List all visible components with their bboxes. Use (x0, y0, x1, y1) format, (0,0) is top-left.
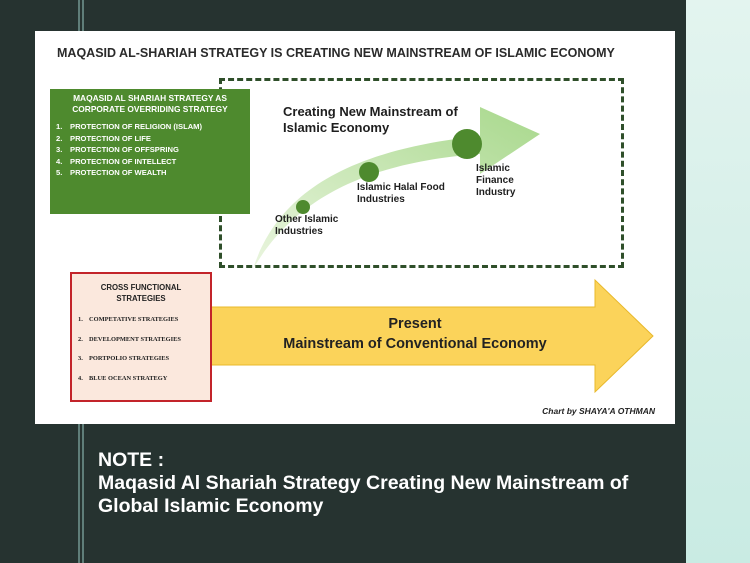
node-halal-food (359, 162, 379, 182)
node-islamic-finance (452, 129, 482, 159)
chart-credit: Chart by SHAYA'A OTHMAN (542, 406, 655, 416)
list-item: 4.PROTECTION OF INTELLECT (56, 156, 177, 166)
list-item: 3.PORTPOLIO STRATEGIES (78, 355, 170, 362)
list-item: 1.COMPETATIVE STRATEGIES (78, 316, 179, 323)
present-arrow-label: Present Mainstream of Conventional Econo… (265, 314, 565, 354)
overriding-strategy-box: MAQASID AL SHARIAH STRATEGY AS CORPORATE… (50, 89, 250, 214)
list-item: 1.PROTECTION OF RELIGION (ISLAM) (56, 122, 203, 131)
label-halal-food: Islamic Halal Food Industries (357, 182, 445, 205)
present-line1: Present (388, 316, 442, 332)
present-line2: Mainstream of Conventional Economy (283, 336, 547, 352)
label-other-islamic: Other Islamic Industries (275, 214, 339, 237)
note-label: NOTE : (98, 449, 165, 471)
label-islamic-finance: Islamic Finance Industry (476, 163, 516, 198)
cross-functional-list: 1.COMPETATIVE STRATEGIES 2.DEVELOPMENT S… (78, 316, 204, 394)
diagram-shapes (204, 107, 654, 394)
cross-functional-box: CROSS FUNCTIONAL STRATEGIES 1.COMPETATIV… (70, 272, 212, 402)
list-item: 5.PROTECTION OF WEALTH (56, 168, 167, 177)
list-item: 3.PROTECTION OF OFFSPRING (56, 145, 179, 154)
note-text: Maqasid Al Shariah Strategy Creating New… (98, 472, 629, 517)
list-item: 4.BLUE OCEAN STRATEGY (78, 374, 168, 382)
note-block: NOTE : Maqasid Al Shariah Strategy Creat… (98, 449, 683, 518)
list-item: 2.DEVELOPMENT STRATEGIES (78, 335, 181, 343)
cross-functional-title: CROSS FUNCTIONAL STRATEGIES (100, 283, 182, 303)
node-other-islamic (296, 200, 310, 214)
list-item: 2.PROTECTION OF LIFE (56, 133, 151, 143)
diagram-slide: MAQASID AL-SHARIAH STRATEGY IS CREATING … (35, 31, 675, 424)
diagram-title: MAQASID AL-SHARIAH STRATEGY IS CREATING … (57, 46, 615, 60)
maqasid-list: 1.PROTECTION OF RELIGION (ISLAM) 2.PROTE… (56, 121, 244, 179)
overriding-strategy-title: MAQASID AL SHARIAH STRATEGY AS CORPORATE… (72, 93, 228, 114)
new-mainstream-heading: Creating New Mainstream of Islamic Econo… (283, 104, 458, 135)
decor-panel (686, 0, 750, 563)
present-arrow (204, 278, 654, 394)
